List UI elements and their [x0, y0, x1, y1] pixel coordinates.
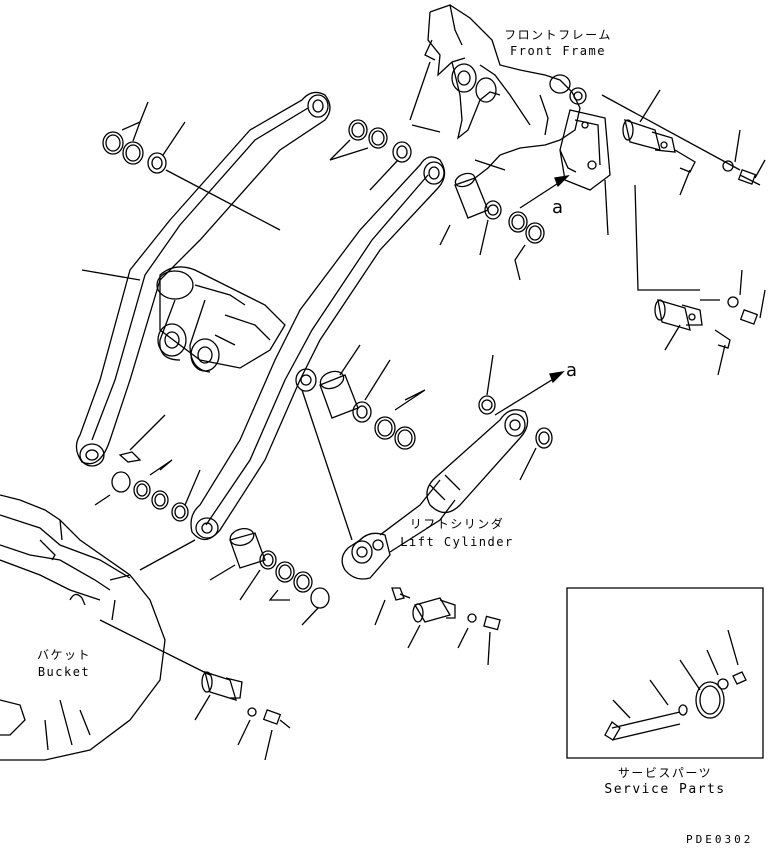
- lift-cylinder: [342, 410, 527, 579]
- front-frame: [410, 5, 610, 190]
- marker-a-lower: a: [566, 360, 578, 381]
- service-parts-box: [567, 588, 763, 758]
- boom-pin-bushings-upper-left: [82, 102, 280, 280]
- bucket-label-jp: バケット: [36, 648, 91, 662]
- lift-cylinder-label-jp: リフトシリンダ: [409, 517, 505, 531]
- lift-cylinder-label-en: Lift Cylinder: [400, 535, 514, 549]
- boom-pin-bushings-upper-center: [330, 120, 411, 190]
- frame-pin-assembly-lower: [655, 270, 765, 375]
- boom-cylinder-bushings: [318, 345, 552, 480]
- drawing-code: PDE0302: [686, 833, 754, 846]
- service-parts-label-en: Service Parts: [604, 782, 726, 797]
- bucket-label-en: Bucket: [37, 665, 91, 679]
- bucket-pin-assembly: [100, 620, 290, 760]
- boom-cross-tube: [157, 267, 285, 372]
- boom-frame-pin-parts: [440, 171, 544, 280]
- bucket: [0, 495, 165, 760]
- service-parts-label-jp: サービスパーツ: [617, 766, 713, 780]
- front-frame-label-jp: フロントフレーム: [504, 28, 612, 42]
- cylinder-pin-assembly: [302, 390, 500, 665]
- boom-right-arm: [191, 157, 445, 540]
- bucket-pin-bushings: [95, 415, 329, 625]
- marker-a-upper: a: [552, 197, 564, 218]
- frame-pin-assembly-upper: [602, 90, 765, 290]
- marker-arrows: [495, 176, 568, 415]
- boom-left-arm: [76, 92, 330, 466]
- front-frame-label-en: Front Frame: [510, 44, 606, 58]
